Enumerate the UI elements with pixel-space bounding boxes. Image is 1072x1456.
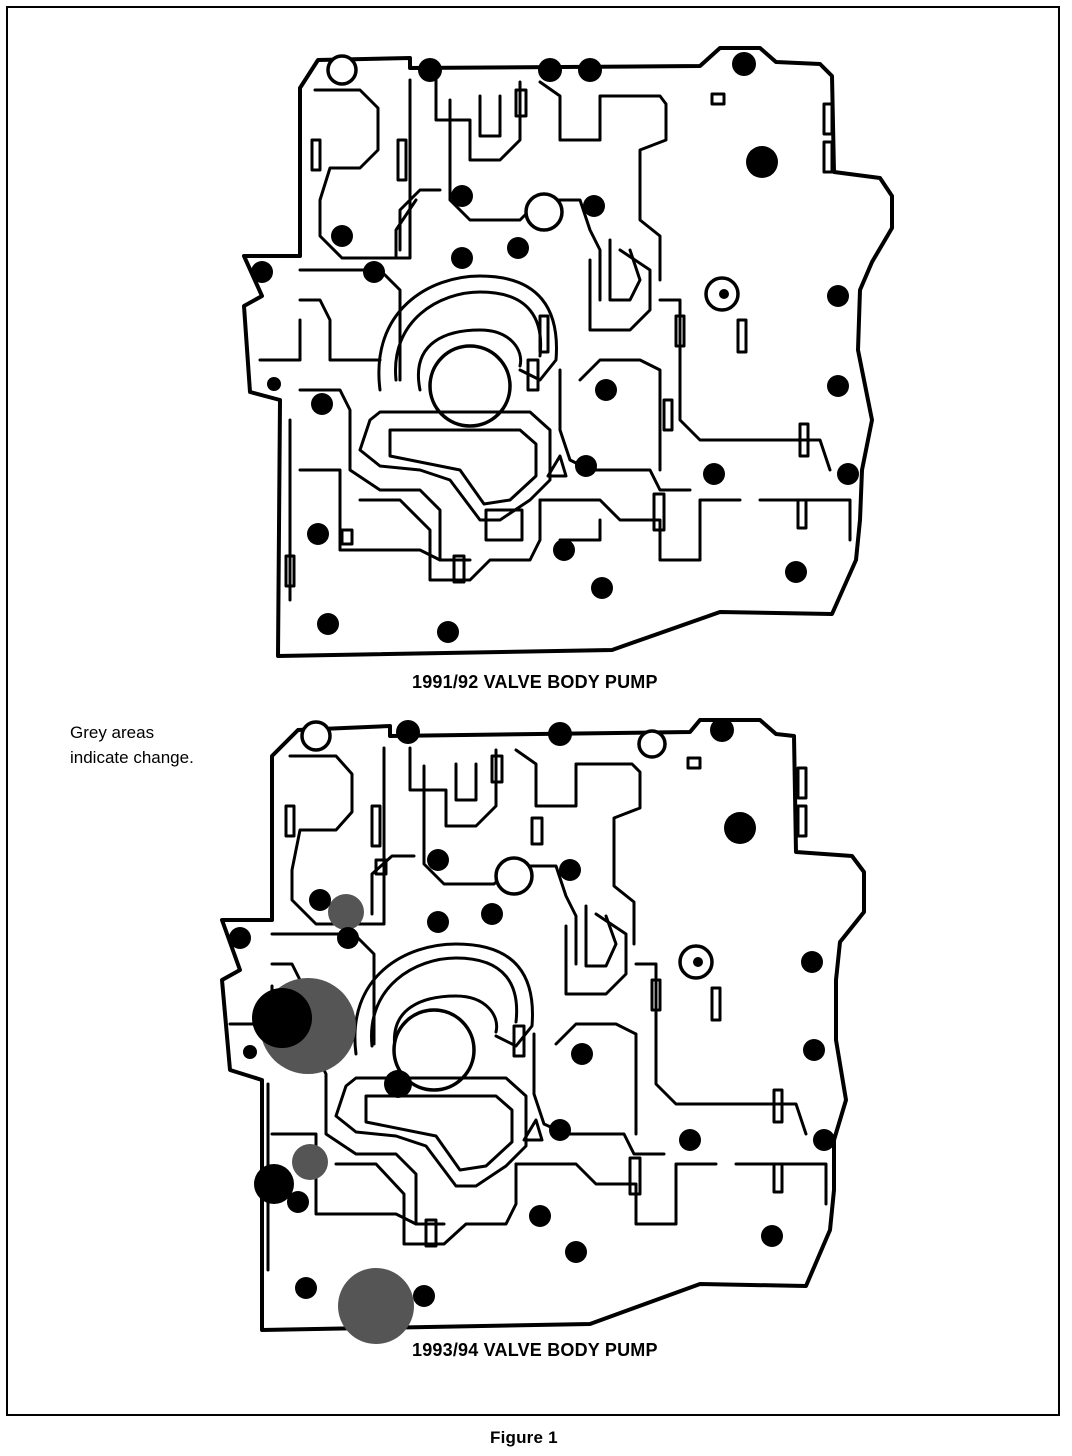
pump-gear-housing: [358, 274, 558, 542]
right-plate-details: [284, 88, 834, 588]
changed-grey-areas: [260, 894, 414, 1344]
valve-body-1991-92-diagram: [242, 46, 894, 658]
figure-caption: Figure 1: [490, 1428, 558, 1447]
diagram-caption-1991-92: 1991/92 VALVE BODY PUMP: [412, 672, 658, 692]
bolt-holes: [229, 718, 835, 1307]
note-line-2: indicate change.: [70, 748, 194, 767]
pump-gear-housing: [334, 942, 534, 1188]
diagram-caption-1993-94: 1993/94 VALVE BODY PUMP: [412, 1340, 658, 1360]
note-line-1: Grey areas: [70, 723, 155, 742]
plate-outline: [220, 718, 866, 1332]
right-plate-details: [284, 754, 808, 1248]
grey-areas-note: Grey areas indicate change.: [70, 720, 194, 770]
plate-outline: [242, 46, 894, 658]
bolt-holes: [251, 52, 859, 643]
figure-frame: [6, 6, 1060, 1416]
fluid-channels: [258, 78, 852, 602]
